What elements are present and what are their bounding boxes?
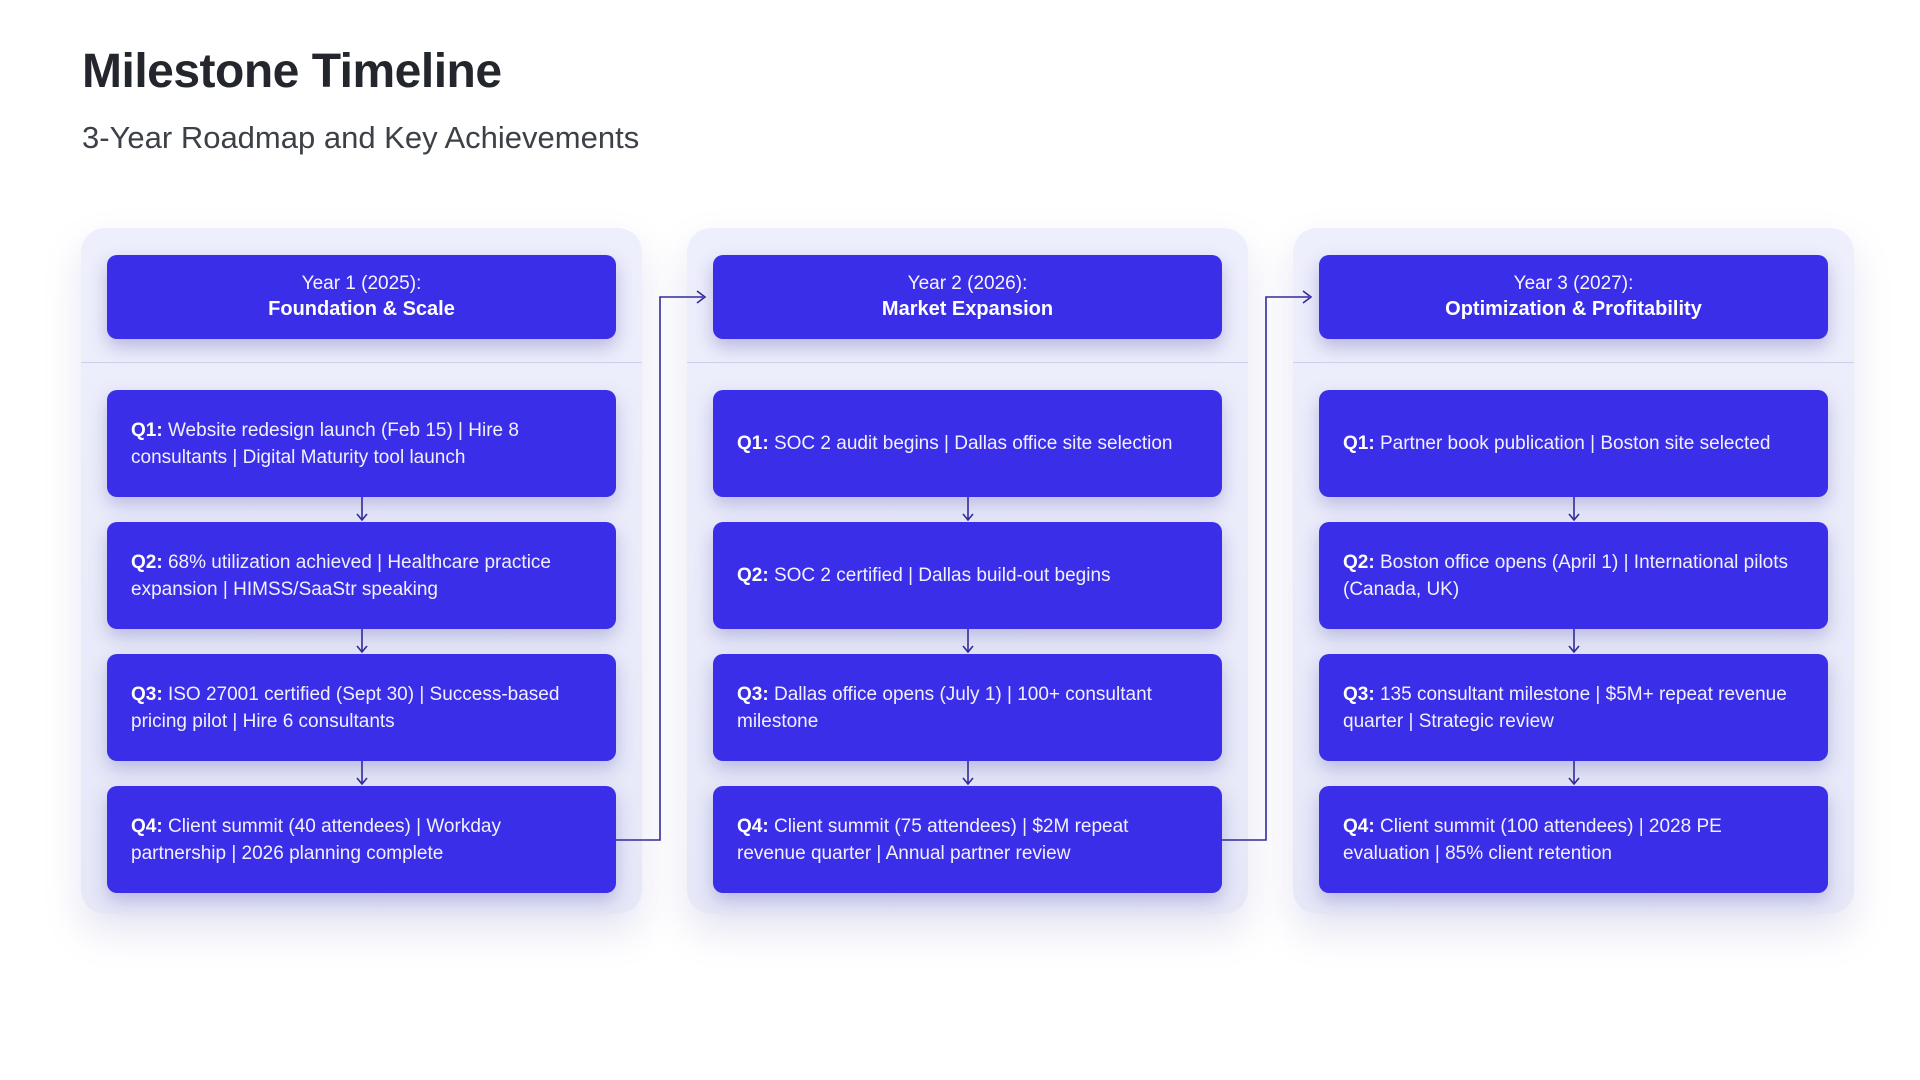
quarter-label: Q3:: [1343, 683, 1375, 705]
quarter-text: Client summit (75 attendees) | $2M repea…: [737, 815, 1129, 864]
year-column-2: Year 2 (2026): Market Expansion Q1: SOC …: [687, 228, 1248, 914]
year-1-header: Year 1 (2025): Foundation & Scale: [107, 255, 616, 339]
down-arrow-icon: [713, 761, 1222, 786]
divider: [81, 362, 642, 363]
down-arrow-icon: [713, 497, 1222, 522]
quarter-label: Q1:: [737, 433, 769, 454]
year-1-header-line1: Year 1 (2025):: [301, 273, 422, 294]
quarter-text: Partner book publication | Boston site s…: [1379, 433, 1771, 454]
quarter-label: Q2:: [1343, 551, 1375, 573]
year-3-q3-box: Q3: 135 consultant milestone | $5M+ repe…: [1319, 654, 1828, 761]
quarter-label: Q1:: [1343, 433, 1375, 454]
down-arrow-icon: [107, 629, 616, 654]
year-1-q1-box: Q1: Website redesign launch (Feb 15) | H…: [107, 390, 616, 497]
year-1-quarters: Q1: Website redesign launch (Feb 15) | H…: [107, 390, 616, 893]
quarter-label: Q3:: [737, 683, 769, 705]
year-column-3: Year 3 (2027): Optimization & Profitabil…: [1293, 228, 1854, 914]
quarter-text: 135 consultant milestone | $5M+ repeat r…: [1343, 683, 1787, 732]
quarter-text: 68% utilization achieved | Healthcare pr…: [131, 551, 552, 600]
year-3-header-line2: Optimization & Profitability: [1445, 298, 1702, 320]
year-1-header-line2: Foundation & Scale: [268, 298, 455, 320]
timeline: Year 1 (2025): Foundation & Scale Q1: We…: [81, 228, 1854, 914]
quarter-text: Client summit (100 attendees) | 2028 PE …: [1343, 815, 1722, 864]
year-3-q4-box: Q4: Client summit (100 attendees) | 2028…: [1319, 786, 1828, 893]
quarter-text: Website redesign launch (Feb 15) | Hire …: [131, 419, 519, 468]
quarter-label: Q2:: [737, 565, 769, 586]
down-arrow-icon: [713, 629, 1222, 654]
quarter-text: Client summit (40 attendees) | Workday p…: [131, 815, 501, 864]
divider: [1293, 362, 1854, 363]
year-2-header-line1: Year 2 (2026):: [907, 273, 1028, 294]
year-1-q2-box: Q2: 68% utilization achieved | Healthcar…: [107, 522, 616, 629]
year-3-header: Year 3 (2027): Optimization & Profitabil…: [1319, 255, 1828, 339]
year-2-q4-box: Q4: Client summit (75 attendees) | $2M r…: [713, 786, 1222, 893]
quarter-label: Q3:: [131, 683, 163, 705]
year-1-q3-box: Q3: ISO 27001 certified (Sept 30) | Succ…: [107, 654, 616, 761]
down-arrow-icon: [107, 761, 616, 786]
page-title: Milestone Timeline: [82, 45, 502, 98]
quarter-text: Dallas office opens (July 1) | 100+ cons…: [737, 683, 1152, 732]
down-arrow-icon: [1319, 761, 1828, 786]
year-2-q2-box: Q2: SOC 2 certified | Dallas build-out b…: [713, 522, 1222, 629]
down-arrow-icon: [1319, 497, 1828, 522]
quarter-text: Boston office opens (April 1) | Internat…: [1343, 551, 1789, 600]
year-3-q1-box: Q1: Partner book publication | Boston si…: [1319, 390, 1828, 497]
down-arrow-icon: [107, 497, 616, 522]
quarter-text: SOC 2 audit begins | Dallas office site …: [773, 433, 1173, 454]
year-3-header-line1: Year 3 (2027):: [1513, 273, 1634, 294]
quarter-label: Q4:: [737, 815, 769, 837]
year-2-header: Year 2 (2026): Market Expansion: [713, 255, 1222, 339]
year-2-header-line2: Market Expansion: [881, 298, 1054, 320]
quarter-label: Q2:: [131, 551, 163, 573]
quarter-label: Q4:: [131, 815, 163, 837]
quarter-text: ISO 27001 certified (Sept 30) | Success-…: [131, 683, 560, 732]
divider: [687, 362, 1248, 363]
page-subtitle: 3-Year Roadmap and Key Achievements: [82, 120, 640, 155]
year-column-1: Year 1 (2025): Foundation & Scale Q1: We…: [81, 228, 642, 914]
year-1-q4-box: Q4: Client summit (40 attendees) | Workd…: [107, 786, 616, 893]
quarter-label: Q4:: [1343, 815, 1375, 837]
year-2-quarters: Q1: SOC 2 audit begins | Dallas office s…: [713, 390, 1222, 893]
down-arrow-icon: [1319, 629, 1828, 654]
quarter-label: Q1:: [131, 419, 163, 441]
year-3-q2-box: Q2: Boston office opens (April 1) | Inte…: [1319, 522, 1828, 629]
year-2-q3-box: Q3: Dallas office opens (July 1) | 100+ …: [713, 654, 1222, 761]
quarter-text: SOC 2 certified | Dallas build-out begin…: [773, 565, 1111, 586]
year-3-quarters: Q1: Partner book publication | Boston si…: [1319, 390, 1828, 893]
year-2-q1-box: Q1: SOC 2 audit begins | Dallas office s…: [713, 390, 1222, 497]
